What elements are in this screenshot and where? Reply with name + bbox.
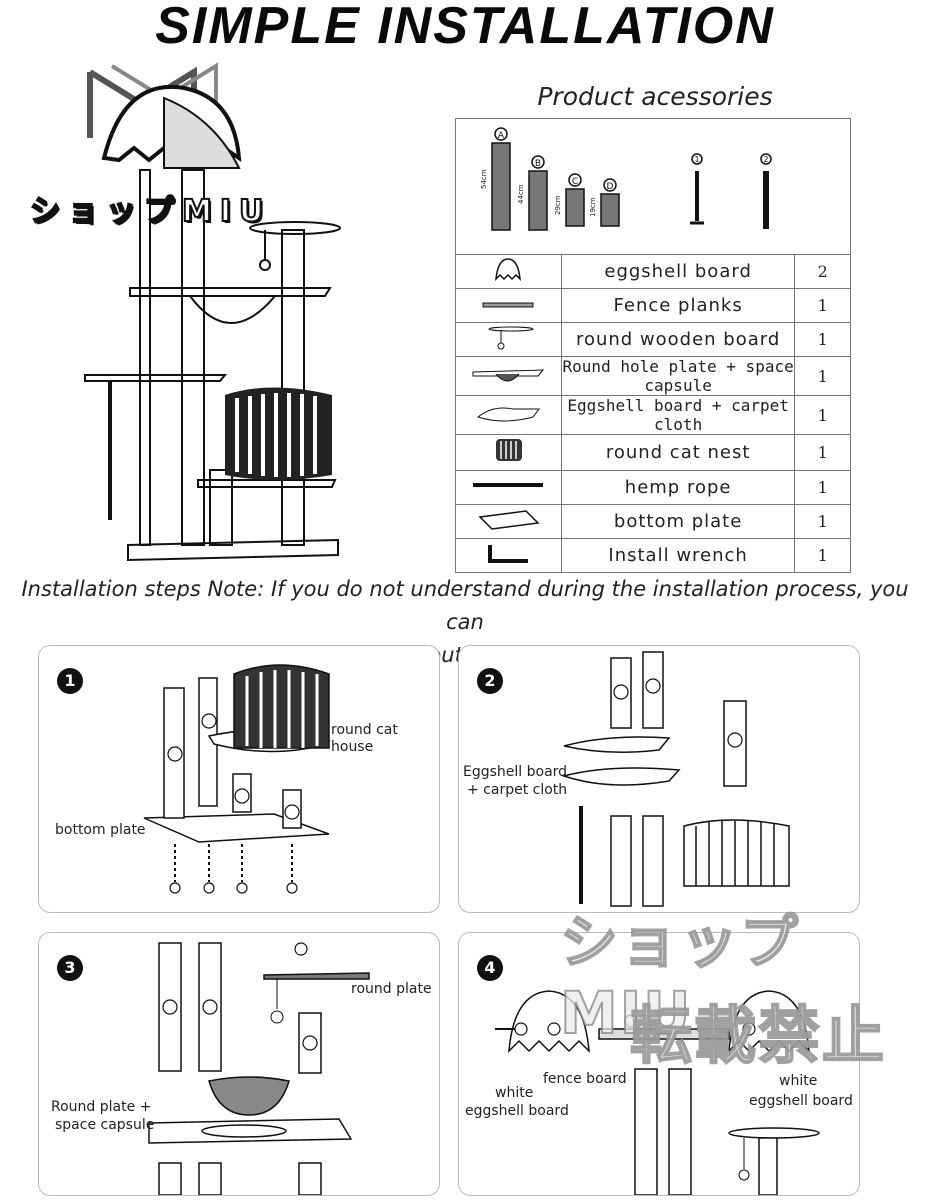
step-4-diagram <box>495 990 820 1195</box>
screw-number: 2 <box>763 155 768 164</box>
step-2-diagram <box>561 651 790 907</box>
accessory-name: round cat nest <box>560 434 796 471</box>
accessory-row: Install wrench 1 <box>455 538 851 573</box>
step-label: fence board <box>543 1071 627 1087</box>
eggshell-board-icon <box>495 258 522 282</box>
accessory-name: round wooden board <box>560 322 796 357</box>
accessory-name: bottom plate <box>560 504 796 539</box>
step-number-badge: 2 <box>477 668 503 694</box>
cat-tree-illustration <box>84 169 341 562</box>
step-3-diagram <box>148 942 370 1195</box>
step-label: round cat house <box>331 722 398 755</box>
accessory-row: round cat nest 1 <box>455 434 851 471</box>
accessory-name: hemp rope <box>560 470 796 505</box>
post-size: 29cm <box>554 195 562 215</box>
accessory-name: Install wrench <box>560 538 796 573</box>
accessory-name: Round hole plate + space capsule <box>560 356 796 396</box>
screw-number: 1 <box>694 155 699 164</box>
fence-plank-icon <box>482 302 534 308</box>
step-2-panel: 2 Eggshell board + carpet cloth <box>458 645 860 913</box>
accessory-qty: 2 <box>794 254 851 289</box>
post-size: 54cm <box>480 169 488 189</box>
accessory-row: eggshell board 2 <box>455 254 851 289</box>
step-label: white <box>495 1085 534 1101</box>
step-number-badge: 3 <box>57 955 83 981</box>
accessories-heading: Product acessories <box>537 82 773 111</box>
cat-nest-icon <box>496 439 523 461</box>
step-number-badge: 1 <box>57 668 83 694</box>
post-letter: D <box>607 182 614 192</box>
step-label: round plate <box>351 981 432 997</box>
accessory-name: Eggshell board + carpet cloth <box>560 395 796 435</box>
step-label: bottom plate <box>55 822 146 838</box>
posts-and-screws-icon: A B C D 1 2 54cm 44cm 29cm <box>480 127 772 231</box>
step-1-diagram <box>143 664 331 894</box>
watermark-shop: ショップMIU <box>559 907 801 1048</box>
accessory-qty: 1 <box>794 322 851 357</box>
accessory-row: Eggshell board + carpet cloth 1 <box>455 395 851 435</box>
post-letter: B <box>535 159 541 169</box>
round-board-icon <box>488 326 534 350</box>
post-size: 19cm <box>589 197 597 217</box>
carpet-board-icon <box>477 407 541 421</box>
accessories-parts-cell: A B C D 1 2 54cm 44cm 29cm <box>455 118 851 255</box>
accessory-row: Fence planks 1 <box>455 288 851 323</box>
accessory-name: Fence planks <box>560 288 796 323</box>
accessory-qty: 1 <box>794 434 851 471</box>
shop-logo <box>87 62 242 169</box>
step-label: Round plate + <box>51 1099 152 1115</box>
accessories-table: A B C D 1 2 54cm 44cm 29cm <box>455 118 851 573</box>
space-capsule-icon <box>472 368 545 381</box>
accessory-qty: 1 <box>794 395 851 435</box>
step-label: eggshell board <box>749 1093 853 1109</box>
accessory-row: Round hole plate + space capsule 1 <box>455 356 851 396</box>
step-label: Eggshell board <box>463 764 568 780</box>
accessory-qty: 1 <box>794 504 851 539</box>
accessory-qty: 1 <box>794 470 851 505</box>
accessory-qty: 1 <box>794 356 851 396</box>
step-label: white <box>779 1073 818 1089</box>
step-3-panel: 3 round plate Round plate + space capsul… <box>38 932 440 1196</box>
note-line: Installation steps Note: If you do not u… <box>21 577 909 634</box>
logo-brand-text: ショップMIU <box>29 193 272 230</box>
accessory-name: eggshell board <box>560 254 796 289</box>
page-title: SIMPLE INSTALLATION <box>155 0 775 55</box>
post-letter: C <box>572 177 578 187</box>
accessory-row: hemp rope 1 <box>455 470 851 505</box>
step-4-panel: 4 fence board white eggshell board white… <box>458 932 860 1196</box>
post-letter: A <box>498 131 505 141</box>
step-label: eggshell board <box>465 1103 569 1119</box>
step-label: + carpet cloth <box>467 782 568 798</box>
accessory-qty: 1 <box>794 288 851 323</box>
wrench-icon <box>488 545 529 563</box>
post-size: 44cm <box>517 184 525 204</box>
step-number-badge: 4 <box>477 955 503 981</box>
accessory-qty: 1 <box>794 538 851 573</box>
hemp-rope-icon <box>473 483 544 487</box>
accessory-row: round wooden board 1 <box>455 322 851 357</box>
watermark-no-reprint: 転載禁止 <box>629 998 887 1073</box>
step-1-panel: 1 round cat house bottom plate <box>38 645 440 913</box>
step-label: space capsule <box>55 1117 155 1133</box>
bottom-plate-icon <box>478 510 541 530</box>
accessory-row: bottom plate 1 <box>455 504 851 539</box>
